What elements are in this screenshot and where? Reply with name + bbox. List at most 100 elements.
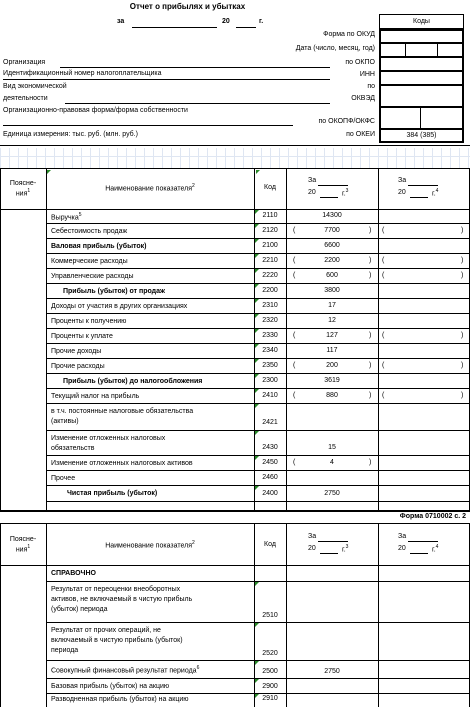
report-title: Отчет о прибылях и убытках xyxy=(129,2,246,11)
period-year: 20 xyxy=(222,18,230,25)
row-value-current[interactable]: 127 xyxy=(326,332,338,339)
row-name: Выручка5 xyxy=(51,212,82,222)
row-name: Коммерческие расходы xyxy=(51,258,128,265)
row-value-current[interactable]: 4 xyxy=(330,459,334,466)
notes-header-2: Поясне- ния1 xyxy=(9,536,37,554)
paren-close: ) xyxy=(369,332,372,339)
row-name: СПРАВОЧНО xyxy=(51,570,96,577)
paren-open: ( xyxy=(382,362,385,369)
row-value-current[interactable]: 6600 xyxy=(324,242,340,249)
row-name: Базовая прибыль (убыток) на акцию xyxy=(51,683,170,690)
cell-marker xyxy=(255,486,259,490)
row-name: Прочие расходы xyxy=(51,363,105,370)
table-row: Прибыль (убыток) от продаж 2200 3800 xyxy=(0,283,470,299)
row-name: Доходы от участия в других организациях xyxy=(51,303,188,310)
row-name: Совокупный финансовый результат периода6 xyxy=(51,665,200,675)
okei-box xyxy=(379,129,464,143)
cell-marker xyxy=(255,329,259,333)
row-code: 2200 xyxy=(262,287,278,294)
unit-label: Единица измерения: тыс. руб. (млн. руб.) xyxy=(3,131,138,138)
cell-marker xyxy=(255,456,259,460)
legal-form-label: Организационно-правовая форма/форма собс… xyxy=(3,107,188,114)
paren-close: ) xyxy=(369,227,372,234)
row-code: 2430 xyxy=(262,444,278,451)
row-name: Себестоимость продаж xyxy=(51,228,128,235)
organization-line[interactable] xyxy=(60,67,330,68)
paren-close: ) xyxy=(369,459,372,466)
row-code: 2220 xyxy=(262,272,278,279)
row-value-current[interactable]: 3619 xyxy=(324,377,340,384)
row-code: 2330 xyxy=(262,332,278,339)
row-name: Прибыль (убыток) от продаж xyxy=(63,288,165,295)
row-value-current[interactable]: 600 xyxy=(326,272,338,279)
inn-box xyxy=(379,71,464,85)
okved-label: ОКВЭД xyxy=(351,95,375,102)
row-value-current[interactable]: 117 xyxy=(326,347,338,354)
cell-marker xyxy=(255,623,259,627)
col2-year-header: г.4 xyxy=(432,188,439,198)
cell-marker xyxy=(255,389,259,393)
notes-header: Поясне- ния1 xyxy=(9,180,37,198)
paren-close: ) xyxy=(369,272,372,279)
paren-open: ( xyxy=(293,459,296,466)
date-label: Дата (число, месяц, год) xyxy=(295,45,375,52)
cell-marker xyxy=(255,210,259,214)
row-value-current[interactable]: 880 xyxy=(326,392,338,399)
cell-marker xyxy=(255,254,259,258)
row-name: Разводненная прибыль (убыток) на акцию xyxy=(51,696,189,703)
codes-header: Коды xyxy=(413,18,430,25)
row-code: 2500 xyxy=(262,668,278,675)
okpo-label: по ОКПО xyxy=(345,59,375,66)
cell-marker xyxy=(255,679,259,683)
row-value-current[interactable]: 2750 xyxy=(324,668,340,675)
okved-box xyxy=(379,85,464,107)
row-value-current[interactable]: 2750 xyxy=(324,490,340,497)
paren-open: ( xyxy=(293,257,296,264)
row-code: 2510 xyxy=(262,612,278,619)
row-name: в т.ч. постоянные налоговые обязательств… xyxy=(51,408,194,426)
paren-close: ) xyxy=(461,227,464,234)
cell-marker xyxy=(255,314,259,318)
name-header-2: Наименование показателя2 xyxy=(105,540,195,550)
col1-year-header: г.3 xyxy=(342,188,349,198)
row-value-current[interactable]: 3800 xyxy=(324,287,340,294)
row-value-current[interactable]: 7700 xyxy=(324,227,340,234)
row-name: Чистая прибыль (убыток) xyxy=(67,490,158,497)
paren-open: ( xyxy=(293,392,296,399)
activity-po: по xyxy=(367,83,375,90)
period-line xyxy=(132,27,217,28)
page2: Форма 0710002 с. 2 Поясне- ния1 Наименов… xyxy=(0,510,470,707)
row-code: 2410 xyxy=(262,392,278,399)
row-value-current[interactable]: 200 xyxy=(326,362,338,369)
cell-marker xyxy=(255,404,259,408)
row-code: 2100 xyxy=(262,242,278,249)
row-value-current[interactable]: 15 xyxy=(328,444,336,451)
row-value-current[interactable]: 17 xyxy=(328,302,336,309)
row-name: Проценты к уплате xyxy=(51,333,113,340)
row-value-current[interactable]: 12 xyxy=(328,317,336,324)
row-code: 2421 xyxy=(262,419,278,426)
paren-open: ( xyxy=(382,392,385,399)
okei-value: 384 (385) xyxy=(406,132,437,139)
report-header: Отчет о прибылях и убытках за 20 г. Коды… xyxy=(0,0,470,148)
row-name: Валовая прибыль (убыток) xyxy=(51,243,147,250)
row-value-current[interactable]: 2200 xyxy=(324,257,340,264)
cell-marker xyxy=(255,239,259,243)
paren-close: ) xyxy=(461,332,464,339)
row-value-current[interactable]: 14300 xyxy=(322,212,342,219)
codes-header-box xyxy=(379,14,464,29)
row-name: Проценты к получению xyxy=(51,318,127,325)
paren-close: ) xyxy=(461,257,464,264)
paren-open: ( xyxy=(382,332,385,339)
activity-line[interactable] xyxy=(65,103,330,104)
name-header: Наименование показателя2 xyxy=(105,183,195,193)
